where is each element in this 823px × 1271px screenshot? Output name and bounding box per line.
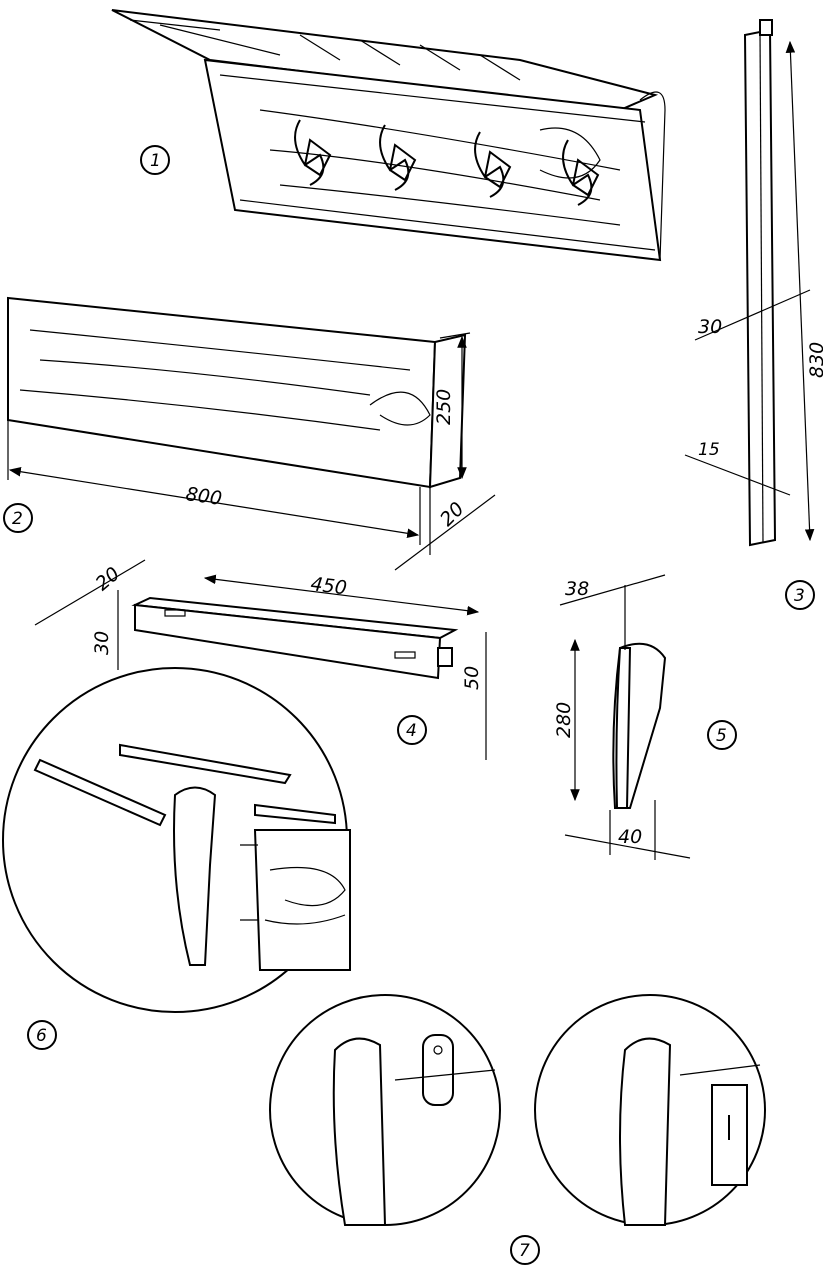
dim-board-thickness: 20 [436,498,469,531]
figure-6-exploded-view: 6 [2,667,351,1050]
figure-2-back-board: 800 250 20 2 [3,296,496,571]
figure-label-3: 3 [794,586,805,606]
dim-bar-thickness: 20 [91,563,124,595]
figure-label-5: 5 [716,726,727,746]
figure-1-assembled-shelf: 1 [111,9,666,262]
figure-label-7: 7 [519,1241,530,1261]
coat-hooks [294,119,600,206]
dim-bar-length: 450 [309,573,348,599]
dim-rail-thickness: 15 [698,440,720,460]
dim-rail-width: 30 [698,316,722,338]
dim-bar-offset: 30 [91,631,113,655]
dim-bar-height: 50 [461,666,483,690]
figure-4-bar: 450 20 30 50 4 [34,559,487,760]
figure-label-4: 4 [406,721,417,741]
figure-5-bracket: 38 280 40 5 [553,574,737,860]
figure-label-6: 6 [36,1026,47,1046]
dim-board-height: 250 [433,389,455,425]
dim-bracket-top: 38 [565,578,589,600]
dim-rail-length: 830 [806,342,823,378]
figure-7-connection-details: 7 [269,994,766,1265]
figure-3-rail: 830 30 15 3 [684,19,823,610]
figure-label-2: 2 [12,509,23,529]
dim-bracket-bottom: 40 [618,826,642,848]
dim-board-length: 800 [184,483,223,510]
figure-label-1: 1 [150,151,161,171]
dim-bracket-height: 280 [553,702,575,738]
